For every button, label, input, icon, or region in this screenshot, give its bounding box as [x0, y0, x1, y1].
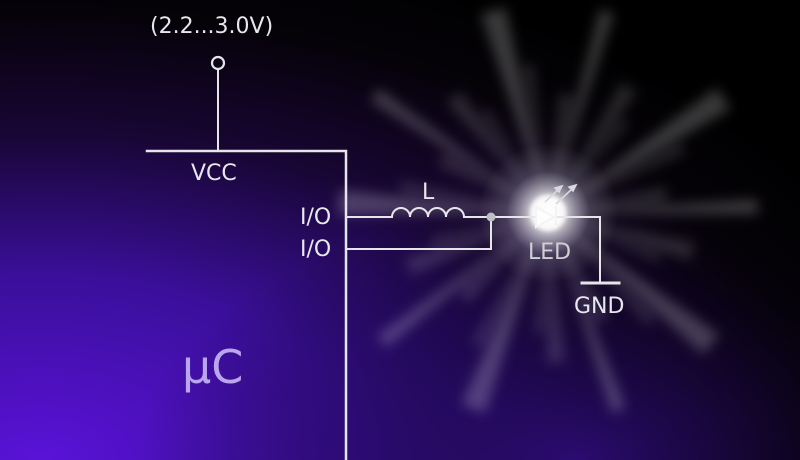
led-label: LED	[528, 240, 572, 265]
vcc-label: VCC	[191, 161, 237, 186]
supply-voltage-label: (2.2...3.0V)	[150, 14, 274, 39]
ground-label: GND	[574, 294, 625, 319]
led-to-ground-wire	[555, 216, 601, 284]
io2-label: I/O	[300, 237, 332, 262]
inductor-icon	[390, 207, 466, 219]
inductor-label: L	[422, 180, 435, 205]
led-diode-icon	[535, 205, 557, 229]
mcu-label: µC	[182, 340, 244, 394]
junction-node-icon	[486, 212, 496, 222]
io2-wire	[345, 216, 492, 250]
io1-label: I/O	[300, 205, 332, 230]
mcu-outline	[145, 149, 348, 460]
led-emission-arrows-icon	[544, 183, 578, 205]
